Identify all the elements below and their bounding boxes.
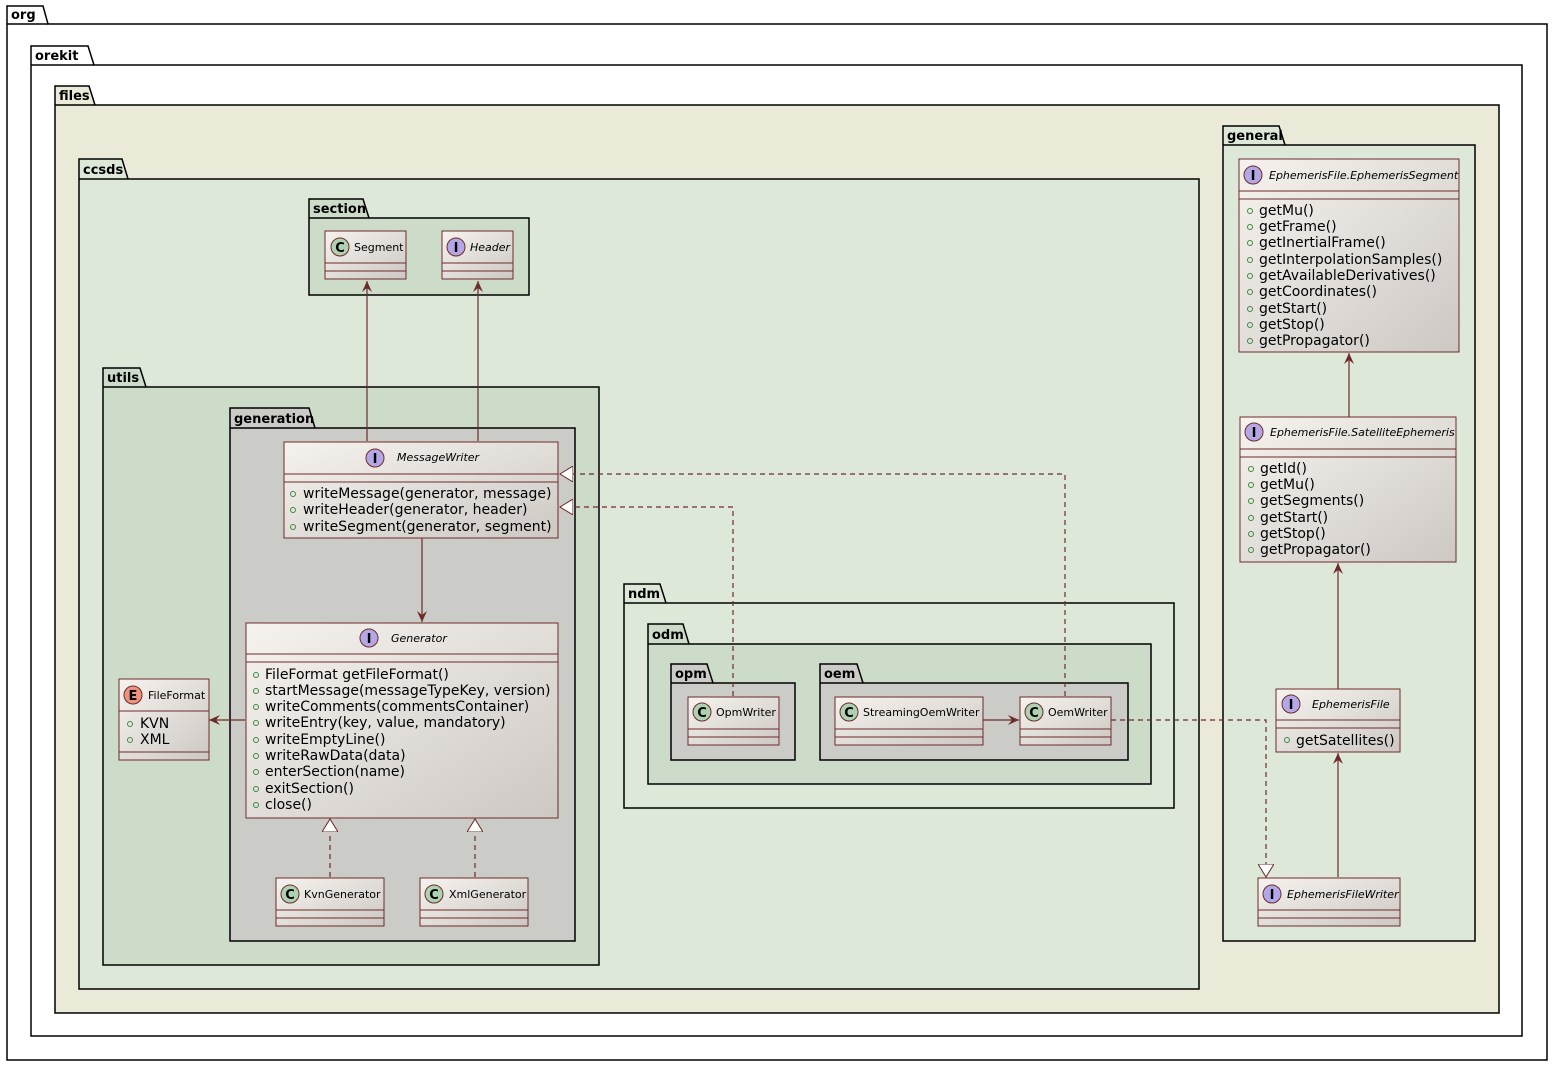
package-general-label: general	[1227, 129, 1283, 144]
member: getCoordinates()	[1259, 284, 1377, 300]
member: getPropagator()	[1259, 333, 1370, 349]
class-name: Generator	[391, 632, 448, 645]
member: getStop()	[1259, 317, 1325, 333]
class-segment[interactable]: C Segment	[324, 230, 407, 280]
member: writeRawData(data)	[265, 748, 406, 764]
class-name: KvnGenerator	[304, 888, 381, 901]
member: enterSection(name)	[265, 764, 405, 780]
class-icon: C	[1029, 706, 1039, 721]
package-ndm-label: ndm	[628, 587, 660, 602]
interface-icon: I	[1252, 426, 1257, 441]
class-ephemeris-segment[interactable]: I EphemerisFile.EphemerisSegment getMu()…	[1238, 158, 1460, 353]
member: XML	[140, 732, 170, 748]
class-name: FileFormat	[148, 689, 206, 702]
class-icon: C	[429, 888, 439, 903]
member: getMu()	[1259, 203, 1314, 219]
class-ephemeris-file[interactable]: I EphemerisFile getSatellites()	[1275, 688, 1401, 753]
class-icon: C	[285, 888, 295, 903]
class-ephemeris-file-writer[interactable]: I EphemerisFileWriter	[1257, 877, 1401, 927]
class-name: EphemerisFile.SatelliteEphemeris	[1270, 426, 1455, 439]
class-name: XmlGenerator	[449, 888, 527, 901]
member: writeEmptyLine()	[265, 732, 385, 748]
member: exitSection()	[265, 781, 354, 797]
class-name: EphemerisFile.EphemerisSegment	[1269, 169, 1459, 182]
class-streaming-oem-writer[interactable]: C StreamingOemWriter	[834, 696, 984, 746]
class-name: Header	[470, 241, 512, 254]
class-opm-writer[interactable]: C OpmWriter	[687, 696, 780, 746]
package-org-label: org	[11, 8, 36, 23]
package-generation-label: generation	[234, 412, 314, 427]
interface-icon: I	[373, 452, 378, 467]
classes: C Segment I Header I MessageWriter write…	[118, 158, 1460, 927]
member: writeHeader(generator, header)	[303, 502, 527, 518]
class-oem-writer[interactable]: C OemWriter	[1019, 696, 1112, 746]
member: getStart()	[1260, 510, 1328, 526]
member-list: FileFormat getFileFormat() startMessage(…	[253, 667, 551, 813]
class-icon: C	[844, 706, 854, 721]
member: getSatellites()	[1296, 733, 1395, 749]
class-satellite-ephemeris[interactable]: I EphemerisFile.SatelliteEphemeris getId…	[1239, 416, 1457, 563]
class-name: OpmWriter	[716, 706, 776, 719]
member: startMessage(messageTypeKey, version)	[265, 683, 551, 699]
class-name: MessageWriter	[397, 451, 481, 464]
class-name: EphemerisFileWriter	[1287, 888, 1400, 901]
member: getStop()	[1260, 526, 1326, 542]
interface-icon: I	[1289, 698, 1294, 713]
relation-opmwriter-messagewriter	[560, 507, 734, 696]
class-icon: C	[335, 241, 345, 256]
member: writeEntry(key, value, mandatory)	[265, 715, 506, 731]
member: KVN	[140, 716, 169, 732]
package-section-label: section	[313, 202, 366, 217]
class-icon: C	[697, 706, 707, 721]
class-generator[interactable]: I Generator FileFormat getFileFormat() s…	[245, 622, 559, 819]
relation-oemwriter-messagewriter	[560, 474, 1066, 696]
member-list: getMu() getFrame() getInertialFrame() ge…	[1247, 203, 1442, 349]
interface-icon: I	[367, 632, 372, 647]
class-name: EphemerisFile	[1312, 698, 1390, 711]
member: getSegments()	[1260, 493, 1364, 509]
member: getInertialFrame()	[1259, 235, 1386, 251]
package-utils-label: utils	[107, 371, 139, 386]
member: getStart()	[1259, 301, 1327, 317]
member-list: getSatellites()	[1284, 733, 1395, 749]
member: writeSegment(generator, segment)	[303, 519, 552, 535]
member: getId()	[1260, 461, 1307, 477]
member: close()	[265, 797, 312, 813]
package-oem-label: oem	[824, 667, 855, 682]
member-list: writeMessage(generator, message) writeHe…	[290, 486, 552, 535]
relations	[209, 281, 1349, 877]
relation-oemwriter-ephemerisfilewriter	[1111, 719, 1266, 877]
member: getAvailableDerivatives()	[1259, 268, 1436, 284]
member: getPropagator()	[1260, 542, 1371, 558]
interface-icon: I	[1270, 888, 1275, 903]
package-orekit-label: orekit	[35, 49, 78, 64]
member: FileFormat getFileFormat()	[265, 667, 449, 683]
class-name: Segment	[354, 241, 404, 254]
member: getFrame()	[1259, 219, 1337, 235]
package-files-label: files	[59, 89, 90, 104]
class-xml-generator[interactable]: C XmlGenerator	[419, 877, 529, 927]
class-name: OemWriter	[1048, 706, 1108, 719]
member: getMu()	[1260, 477, 1315, 493]
enum-icon: E	[129, 689, 138, 704]
member: writeMessage(generator, message)	[303, 486, 551, 502]
interface-icon: I	[454, 241, 459, 256]
class-kvn-generator[interactable]: C KvnGenerator	[275, 877, 385, 927]
package-ccsds-label: ccsds	[83, 163, 123, 178]
package-opm-label: opm	[675, 667, 707, 682]
class-file-format[interactable]: E FileFormat KVN XML	[118, 678, 210, 761]
member: writeComments(commentsContainer)	[265, 699, 529, 715]
class-message-writer[interactable]: I MessageWriter writeMessage(generator, …	[283, 441, 559, 539]
package-odm-label: odm	[652, 628, 684, 643]
class-name: StreamingOemWriter	[863, 706, 980, 719]
interface-icon: I	[1251, 169, 1256, 184]
member: getInterpolationSamples()	[1259, 252, 1442, 268]
member-list: getId() getMu() getSegments() getStart()…	[1248, 461, 1371, 558]
class-header[interactable]: I Header	[441, 230, 514, 280]
member-list: KVN XML	[127, 716, 170, 748]
